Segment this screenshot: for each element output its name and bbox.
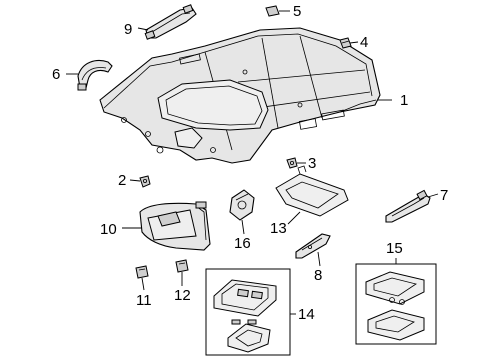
frame-bracket-part-13 xyxy=(275,165,349,217)
callout-10: 10 xyxy=(100,221,117,238)
clip-part-2 xyxy=(139,175,151,188)
callout-3: 3 xyxy=(308,155,316,172)
visor-clip-part-16 xyxy=(229,189,255,221)
callout-11: 11 xyxy=(136,292,152,309)
grab-handle-part-6 xyxy=(77,59,113,91)
callout-6: 6 xyxy=(52,66,60,83)
box-part-14 xyxy=(205,268,291,356)
callout-12: 12 xyxy=(174,287,191,304)
screw-part-12 xyxy=(175,259,189,273)
callout-5: 5 xyxy=(293,3,301,20)
callout-1: 1 xyxy=(400,92,408,109)
callout-16: 16 xyxy=(234,235,251,252)
cap-part-5 xyxy=(265,5,280,17)
clip-part-4 xyxy=(339,37,352,49)
headliner-part xyxy=(99,27,381,164)
callout-2: 2 xyxy=(118,172,126,189)
screw-part-11 xyxy=(135,265,149,279)
map-lamp-part-14 xyxy=(213,279,277,353)
callout-8: 8 xyxy=(314,267,322,284)
leader-lines xyxy=(66,10,439,315)
callout-9: 9 xyxy=(124,21,132,38)
bracket-part-8 xyxy=(295,233,331,259)
sun-visor-part-10 xyxy=(139,201,211,251)
clip-part-3 xyxy=(286,157,298,169)
callout-7: 7 xyxy=(440,187,448,204)
callout-15: 15 xyxy=(386,240,403,257)
grab-handle-part-7 xyxy=(385,189,431,223)
grab-handle-part-9 xyxy=(144,4,197,40)
callout-4: 4 xyxy=(360,34,368,51)
callout-13: 13 xyxy=(270,220,287,237)
dome-lamp-part-15 xyxy=(365,271,425,341)
callout-14: 14 xyxy=(298,306,315,323)
